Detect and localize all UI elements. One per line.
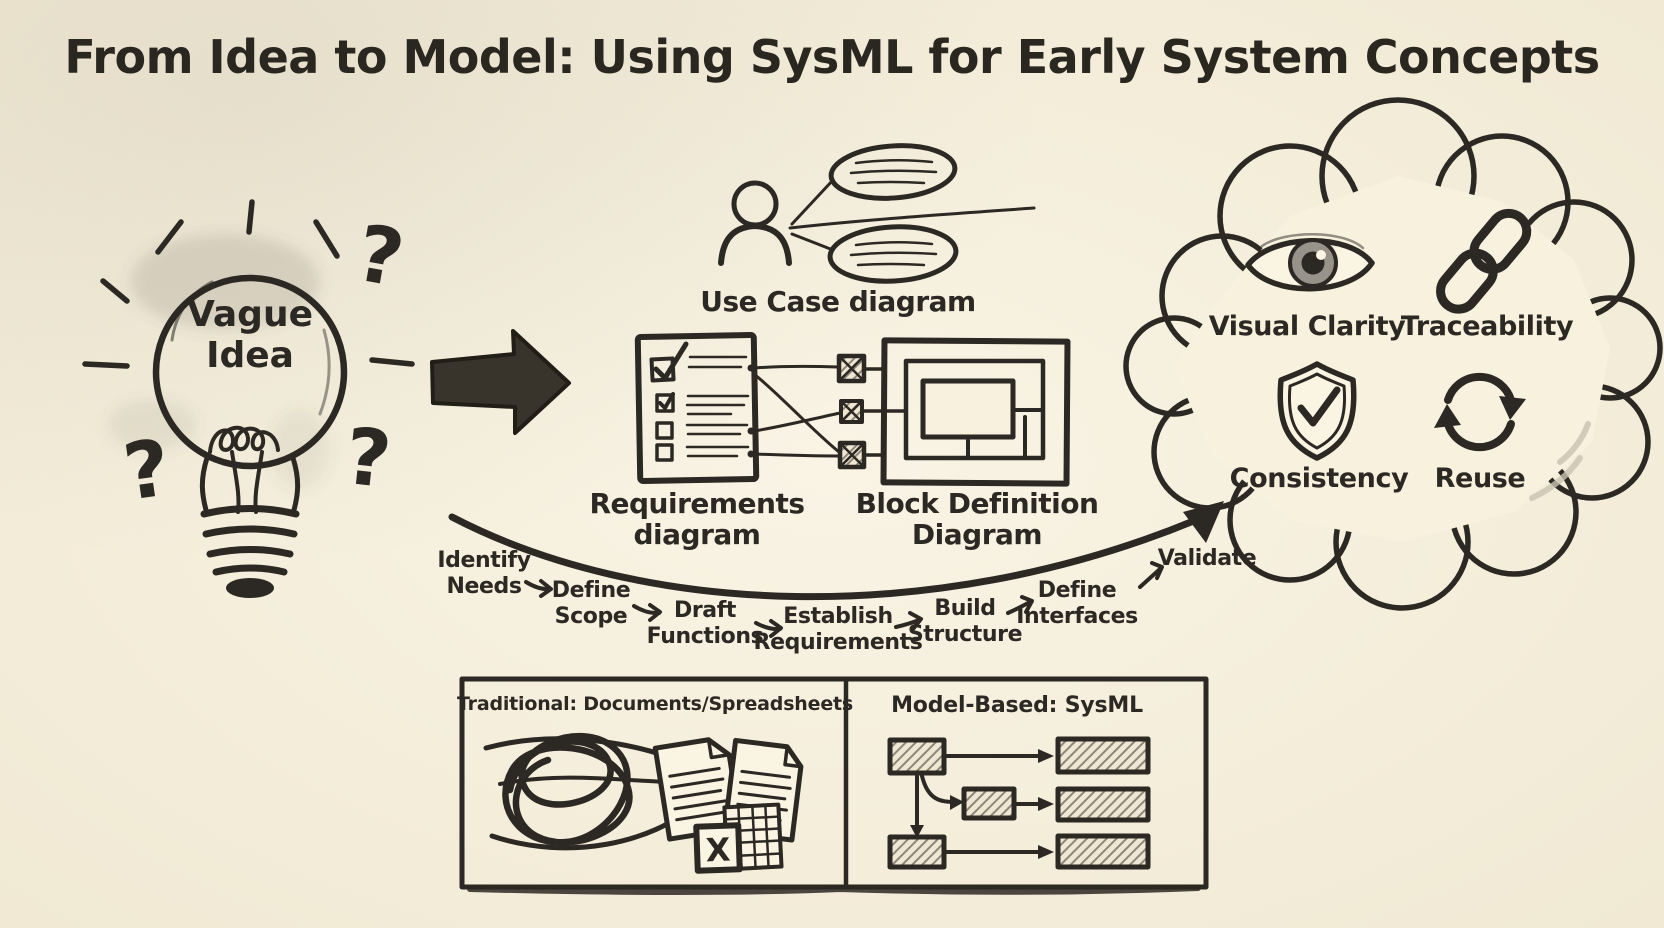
block-definition-diagram-label: Block Definition Diagram [855,487,1099,552]
use-case-diagram-label: Use Case diagram [700,285,976,318]
sysml-mini-diagram [887,736,1151,870]
spreadsheet-letter: X [705,831,731,870]
benefit-consistency-label: Consistency [1229,463,1409,494]
process-curve-arrow [448,501,1224,601]
step-arrow-icon [524,579,553,598]
requirements-diagram-sketch [634,332,760,484]
step-arrow-icon [894,611,923,631]
page-title: From Idea to Model: Using SysML for Earl… [64,30,1600,84]
step-arrow-icon [1138,561,1164,589]
model-based-panel-title: Model-Based: SysML [891,693,1143,718]
block-definition-diagram-sketch [880,337,1071,487]
requirements-diagram-label: Requirements diagram [589,487,805,552]
vague-idea-label: Vague Idea [187,294,313,377]
process-step-identify-needs: Identify Needs [437,548,531,599]
eye-icon [1245,233,1375,292]
use-case-diagram-sketch [718,143,1036,284]
step-arrow-icon [754,619,783,638]
step-arrow-icon [1006,595,1034,615]
comparison-panels [459,676,1209,895]
process-step-validate: Validate [1157,546,1257,571]
process-step-draft-functions: Draft Functions [646,598,764,649]
shield-check-icon [1277,361,1357,461]
process-step-build-structure: Build Structure [907,596,1023,647]
chain-link-icon [1436,208,1532,314]
connector-ports [752,353,908,470]
lightbulb-icon [152,274,348,598]
benefit-traceability-label: Traceability [1400,311,1574,342]
process-step-define-interfaces: Define Interfaces [1016,578,1138,629]
benefit-reuse-label: Reuse [1434,463,1526,494]
idea-rays [82,199,415,369]
recycle-icon [1434,372,1526,452]
benefit-visual-clarity-label: Visual Clarity [1208,311,1406,342]
flow-arrow-icon [430,329,571,435]
spreadsheet-icon: X [693,802,784,874]
question-mark: ? [340,411,396,507]
step-arrows [524,561,1164,638]
step-arrow-icon [632,603,662,622]
traditional-panel-title: Traditional: Documents/Spreadsheets [456,693,854,715]
process-step-define-scope: Define Scope [551,578,631,629]
process-step-establish-requirements: Establish Requirements [753,604,923,655]
